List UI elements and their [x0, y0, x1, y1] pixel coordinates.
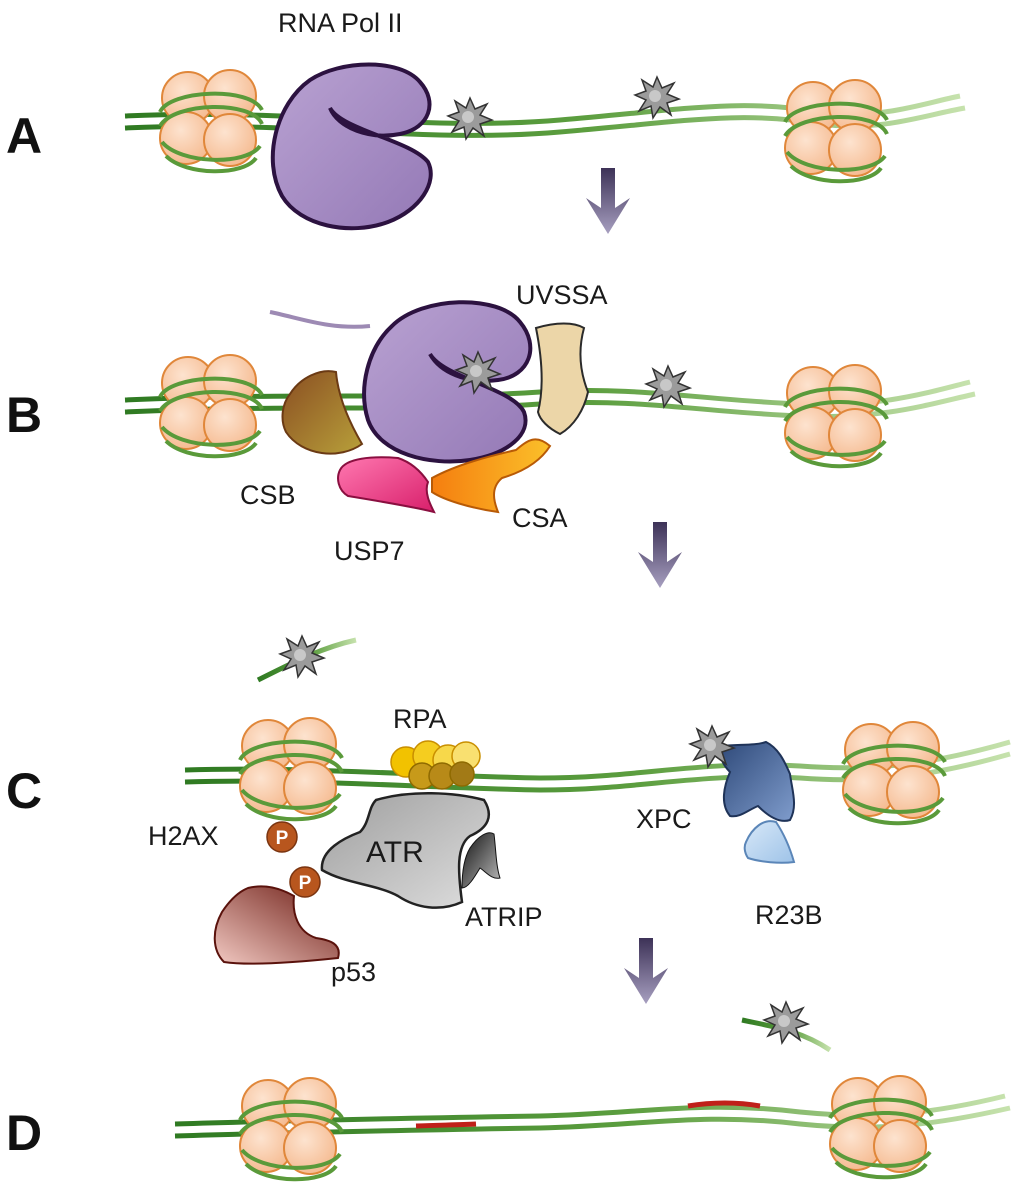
arrow-c-to-d [624, 938, 668, 1004]
r23b-protein [743, 820, 796, 864]
panel-letter-b: B [6, 387, 42, 443]
label-rna-pol-ii: RNA Pol II [278, 8, 403, 38]
label-usp7: USP7 [334, 536, 405, 566]
arrow-a-to-b [586, 168, 630, 234]
panel-letter-d: D [6, 1105, 42, 1161]
csa-protein [431, 438, 552, 514]
panel-a: RNA Pol II [124, 8, 966, 231]
lesion-b-2 [645, 365, 691, 408]
nucleosome-b-left [158, 353, 264, 459]
panel-c: P P RPA H2AX ATR ATRIP p53 XPC R23B [148, 635, 1011, 987]
atrip-protein [461, 832, 501, 889]
label-atrip: ATRIP [465, 902, 543, 932]
rna-pol-ii-a [270, 62, 433, 231]
nucleosome-d-left [238, 1076, 344, 1182]
nucleosome-a-left [158, 68, 264, 174]
panel-b: UVSSA CSB USP7 CSA [124, 280, 976, 566]
xpc-protein [719, 740, 796, 822]
rna-pol-ii-b [362, 300, 533, 464]
label-xpc: XPC [636, 804, 692, 834]
uvssa-protein [534, 322, 590, 436]
label-uvssa: UVSSA [516, 280, 608, 310]
nascent-rna [269, 310, 371, 329]
usp7-protein [337, 456, 436, 514]
atr-protein [320, 791, 490, 909]
nucleosome-a-right [783, 78, 889, 184]
label-rpa: RPA [393, 704, 447, 734]
label-csa: CSA [512, 503, 568, 533]
repair-patch-2 [687, 1100, 761, 1109]
p53-protein [213, 885, 340, 965]
label-h2ax: H2AX [148, 821, 219, 851]
lesion-c-excised [279, 635, 325, 678]
label-p53: p53 [331, 957, 376, 987]
csb-protein [281, 370, 364, 455]
panel-letter-c: C [6, 763, 42, 819]
label-csb: CSB [240, 480, 296, 510]
rpa-protein [390, 740, 481, 790]
svg-text:P: P [276, 828, 289, 849]
panel-letter-a: A [6, 108, 42, 164]
nucleosome-c-right [841, 720, 947, 826]
arrow-b-to-c [638, 522, 682, 588]
label-r23b: R23B [755, 900, 823, 930]
repair-patch-1 [415, 1121, 477, 1129]
h2ax-phospho: P [266, 821, 298, 853]
label-atr: ATR [366, 836, 424, 869]
p53-phospho: P [289, 866, 321, 898]
svg-text:P: P [299, 873, 312, 894]
panel-d [174, 1001, 1011, 1182]
